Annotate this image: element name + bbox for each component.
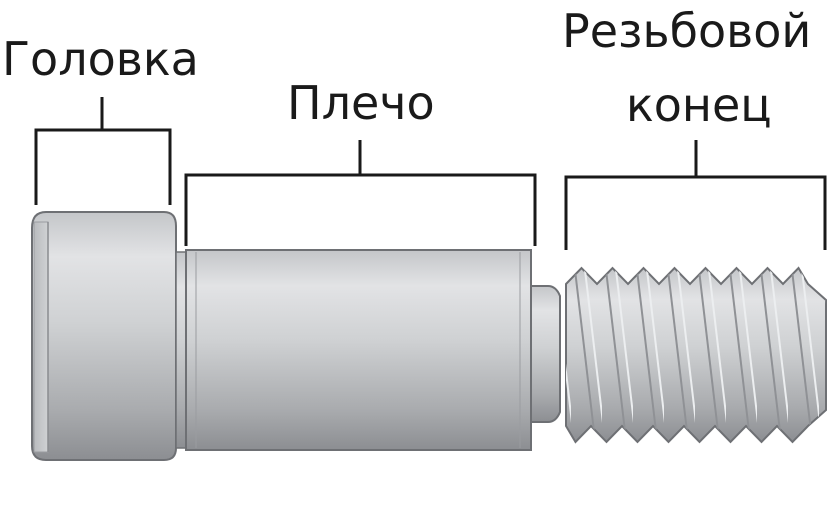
threaded-end-label-line1: Резьбовой (562, 4, 812, 58)
shoulder-label: Плечо (287, 76, 435, 130)
head-icon (31, 211, 187, 461)
head-bracket (34, 97, 172, 205)
shoulder-icon (185, 249, 532, 451)
threaded-end-icon (565, 266, 827, 444)
neck-icon (530, 285, 561, 423)
head-label: Головка (2, 32, 199, 86)
threaded-end-bracket (564, 140, 827, 250)
shoulder-bracket (184, 140, 537, 246)
threaded-end-label-line2: конец (626, 78, 772, 132)
